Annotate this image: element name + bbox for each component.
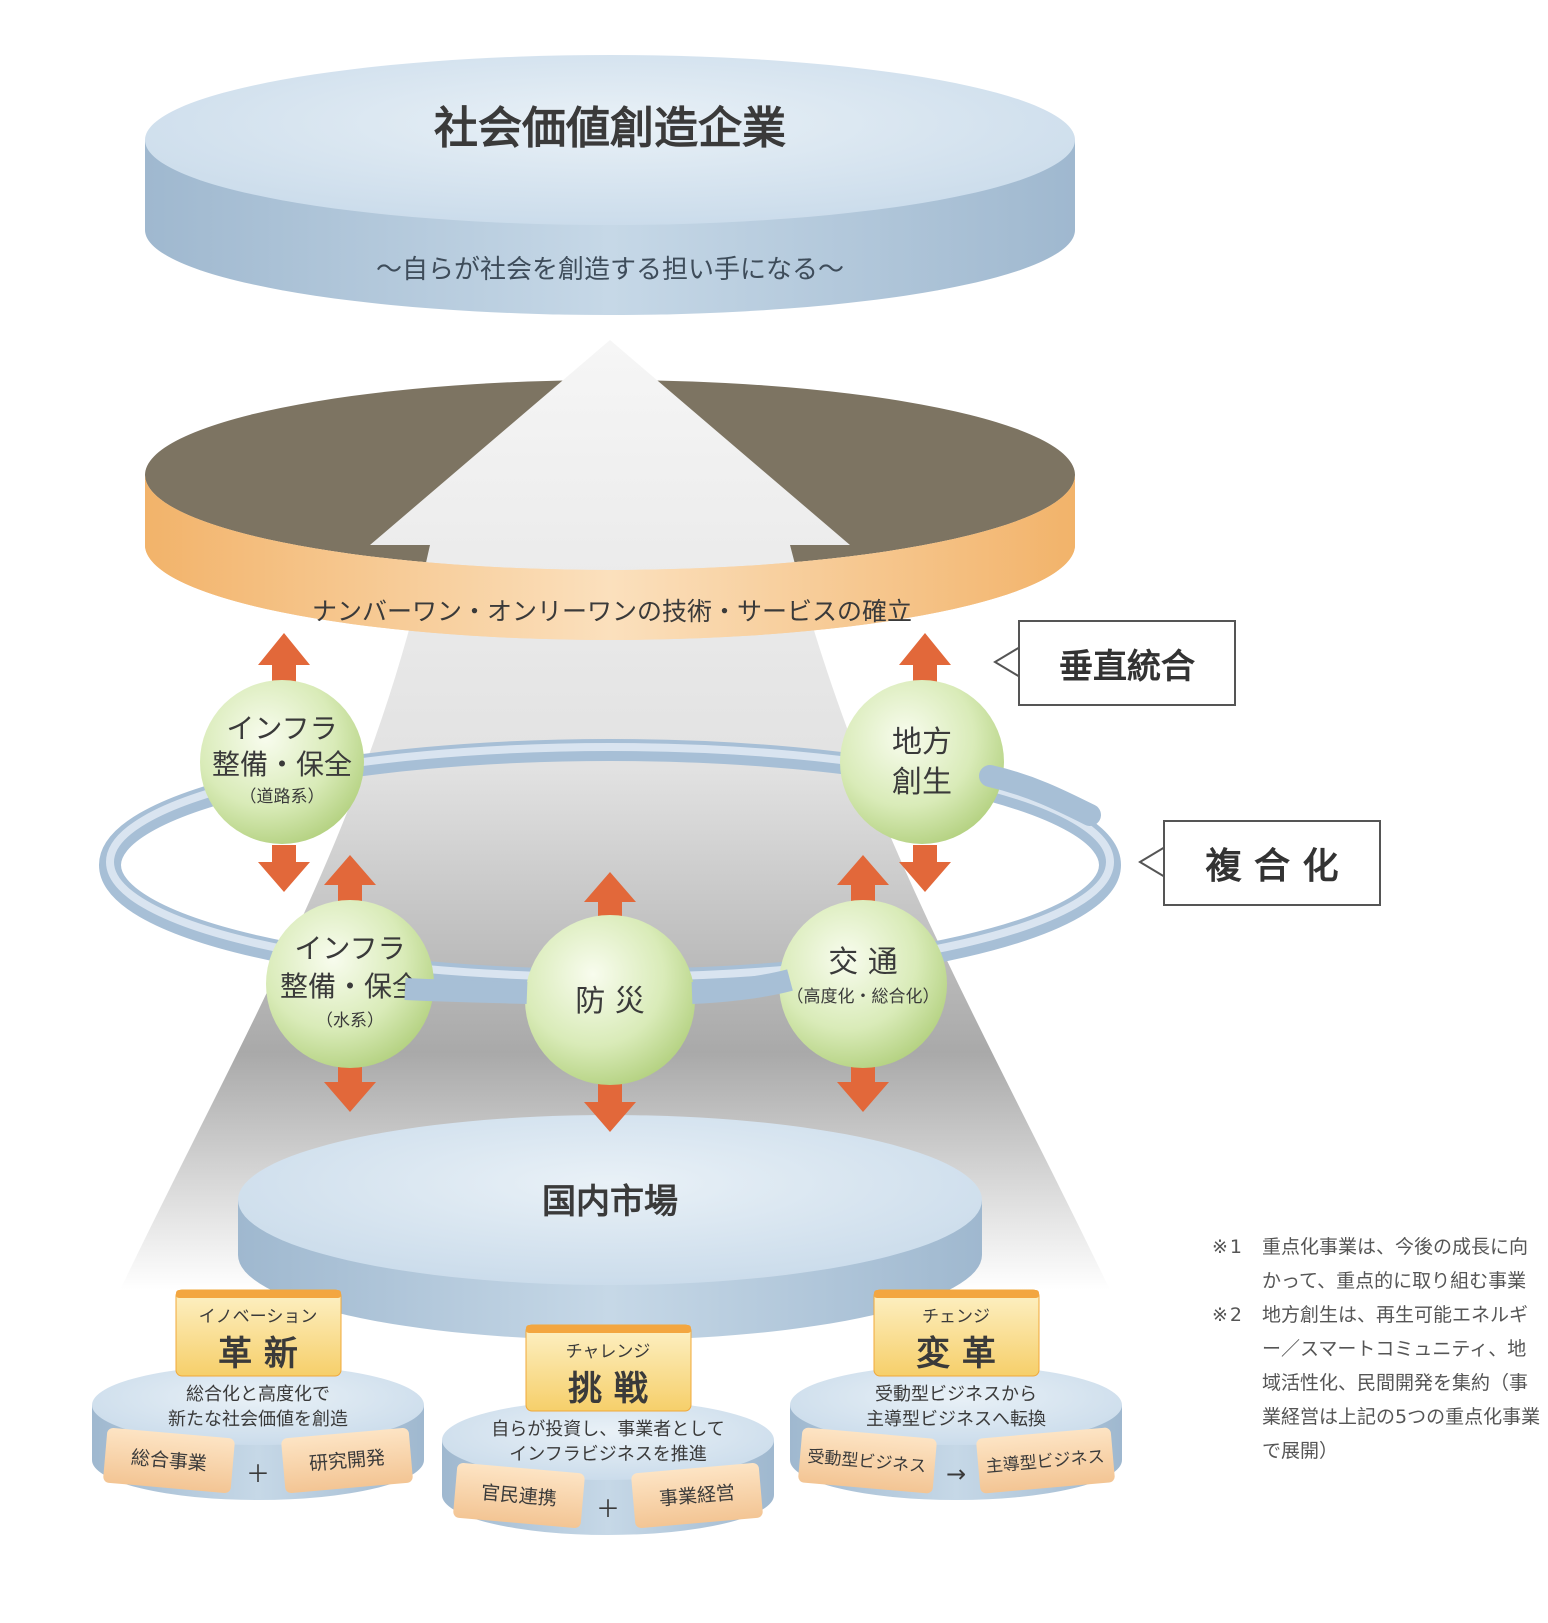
footnote-1-text: 重点化事業は、今後の成長に向かって、重点的に取り組む事業 bbox=[1262, 1236, 1529, 1292]
callout-vertical-integration: 垂直統合 bbox=[1018, 620, 1236, 706]
footnotes: ※1 重点化事業は、今後の成長に向かって、重点的に取り組む事業 ※2 地方創生は… bbox=[1212, 1230, 1542, 1468]
ring-label: ナンバーワン・オンリーワンの技術・サービスの確立 bbox=[312, 597, 912, 626]
sphere-infra-road-line1: インフラ bbox=[226, 712, 337, 745]
pillar-1-desc2: 新たな社会価値を創造 bbox=[168, 1409, 348, 1430]
pillar-2-op: ＋ bbox=[596, 1495, 620, 1523]
sphere-chiho: 地方 創生 bbox=[840, 680, 1004, 844]
sphere-infra-water-line1: インフラ bbox=[294, 932, 405, 965]
pillar-1-op: ＋ bbox=[246, 1460, 270, 1488]
ring-front-band bbox=[145, 475, 1075, 640]
tube-segment-front-left bbox=[404, 978, 528, 1004]
callout-vertical-label: 垂直統合 bbox=[1059, 646, 1195, 687]
sphere-infra-water: インフラ 整備・保全 （水系） bbox=[266, 900, 434, 1068]
arrow-down-chiho bbox=[899, 845, 951, 892]
arrow-down-infra-road bbox=[258, 845, 310, 892]
pillar-3-ruby: チェンジ bbox=[922, 1307, 990, 1327]
sphere-infra-road: インフラ 整備・保全 （道路系） bbox=[200, 680, 364, 844]
top-disc-title: 社会価値創造企業 bbox=[434, 103, 786, 154]
tube-segment-front-right bbox=[691, 969, 793, 1004]
top-disc-subtitle: 〜自らが社会を創造する担い手になる〜 bbox=[376, 255, 844, 285]
pillar-3-desc1: 受動型ビジネスから bbox=[875, 1384, 1037, 1405]
callout-composite: 複 合 化 bbox=[1163, 820, 1381, 906]
pillar-1-desc1: 総合化と高度化で bbox=[186, 1384, 330, 1405]
pillar-2-title: 挑 戦 bbox=[568, 1369, 648, 1409]
sphere-chiho-line1: 地方 bbox=[892, 725, 952, 760]
arrow-up-bosai bbox=[584, 872, 636, 925]
pillar-3-desc2: 主導型ビジネスへ転換 bbox=[866, 1409, 1046, 1430]
pillar-2: チャレンジ 挑 戦 自らが投資し、事業者として インフラビジネスを推進 官民連携… bbox=[442, 1324, 774, 1535]
sphere-infra-road-line2: 整備・保全 bbox=[212, 748, 352, 781]
arrow-down-bosai bbox=[584, 1082, 636, 1132]
tube-segment-right bbox=[979, 765, 1101, 826]
callout-vertical-pointer bbox=[993, 645, 1021, 679]
sphere-chiho-line2: 創生 bbox=[892, 765, 952, 800]
pillar-1: イノベーション 革 新 総合化と高度化で 新たな社会価値を創造 総合事業 ＋ 研… bbox=[92, 1289, 424, 1500]
footnote-2-mark: ※2 bbox=[1212, 1304, 1245, 1326]
pillar-3-title: 変 革 bbox=[916, 1334, 996, 1374]
arrow-down-kotsu bbox=[837, 1065, 889, 1112]
pillar-2-desc2: インフラビジネスを推進 bbox=[509, 1444, 706, 1465]
pillar-2-desc1: 自らが投資し、事業者として bbox=[491, 1419, 724, 1440]
arrow-down-infra-water bbox=[324, 1065, 376, 1112]
base-disc bbox=[238, 1115, 982, 1340]
pillar-1-ruby: イノベーション bbox=[199, 1307, 318, 1327]
callout-composite-label: 複 合 化 bbox=[1205, 846, 1339, 887]
sphere-infra-water-line2: 整備・保全 bbox=[280, 970, 420, 1003]
arrow-up-kotsu bbox=[837, 855, 889, 905]
sphere-infra-road-sub: （道路系） bbox=[240, 787, 325, 807]
pillar-2-ruby: チャレンジ bbox=[566, 1342, 651, 1362]
pillar-3-op: → bbox=[946, 1460, 966, 1488]
footnote-1-mark: ※1 bbox=[1212, 1236, 1245, 1258]
arrow-up-infra-road bbox=[258, 633, 310, 688]
footnote-2-text: 地方創生は、再生可能エネルギー／スマートコミュニティ、地域活性化、民間開発を集約… bbox=[1262, 1304, 1541, 1462]
orange-arrows bbox=[258, 633, 951, 1132]
sphere-kotsu-line1: 交 通 bbox=[828, 945, 898, 980]
arrow-up-infra-water bbox=[324, 855, 376, 905]
footnote-2: ※2 地方創生は、再生可能エネルギー／スマートコミュニティ、地域活性化、民間開発… bbox=[1212, 1298, 1542, 1468]
sphere-infra-water-sub: （水系） bbox=[316, 1011, 384, 1031]
arrow-up-chiho bbox=[899, 633, 951, 688]
pillar-1-title: 革 新 bbox=[218, 1334, 298, 1374]
sphere-kotsu-sub: （高度化・総合化） bbox=[787, 987, 940, 1007]
pillar-3: チェンジ 変 革 受動型ビジネスから 主導型ビジネスへ転換 受動型ビジネス → … bbox=[790, 1289, 1122, 1500]
callout-composite-pointer bbox=[1138, 845, 1166, 879]
top-disc bbox=[145, 55, 1075, 315]
sphere-kotsu: 交 通 （高度化・総合化） bbox=[779, 900, 947, 1068]
base-disc-title: 国内市場 bbox=[542, 1182, 678, 1222]
sphere-bosai: 防 災 bbox=[525, 915, 695, 1085]
sphere-bosai-line1: 防 災 bbox=[575, 984, 645, 1019]
footnote-1: ※1 重点化事業は、今後の成長に向かって、重点的に取り組む事業 bbox=[1212, 1230, 1542, 1298]
